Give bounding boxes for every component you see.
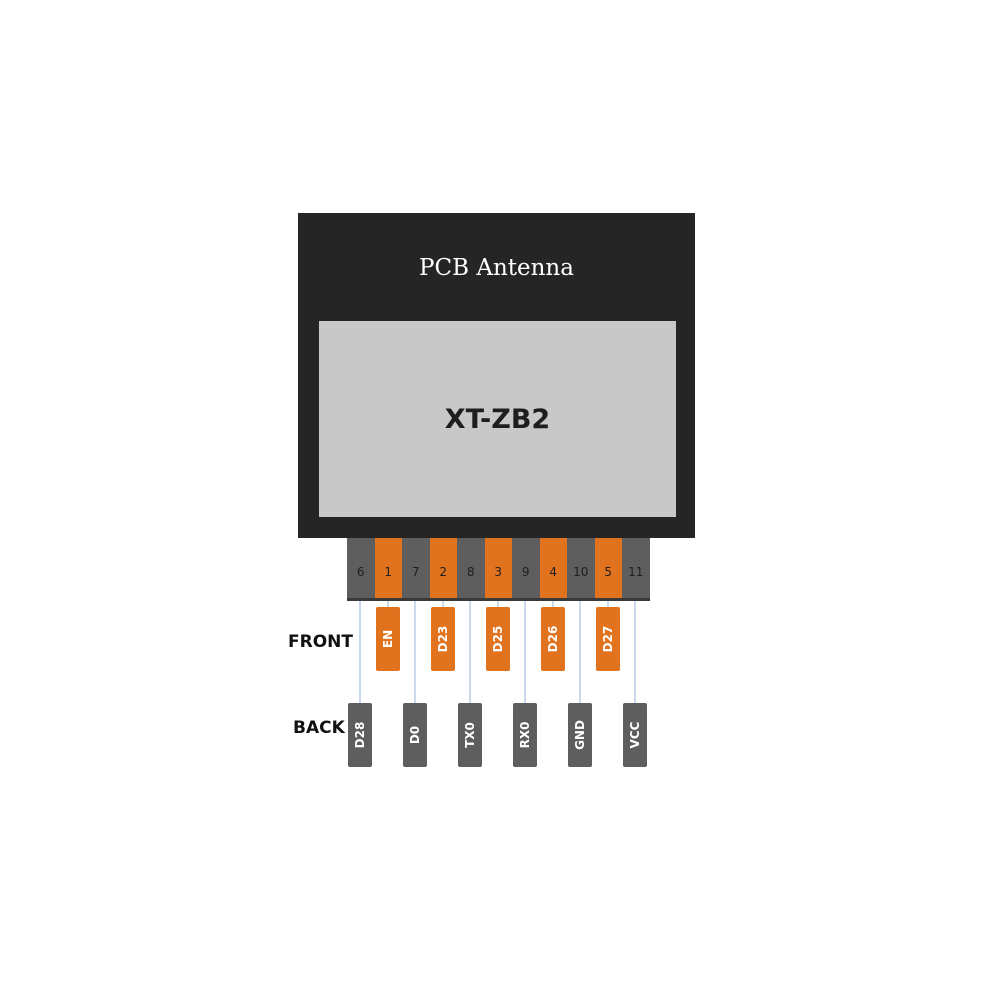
- pin-4: 4: [539, 538, 567, 601]
- back-tag-d28: D28: [348, 703, 372, 767]
- tag-label: EN: [381, 629, 395, 649]
- back-label: BACK: [293, 718, 345, 738]
- chip-name: XT-ZB2: [444, 403, 551, 435]
- pin-10: 10: [567, 538, 595, 601]
- tag-label: D27: [601, 625, 615, 653]
- back-tag-gnd: GND: [568, 703, 592, 767]
- pin-number: 1: [384, 565, 393, 579]
- pin-6: 6: [347, 538, 375, 601]
- tag-label: D0: [408, 725, 422, 745]
- tag-label: D25: [491, 625, 505, 653]
- tag-label: TX0: [463, 722, 477, 748]
- pin-9: 9: [512, 538, 540, 601]
- module-body: PCB Antenna XT-ZB2: [298, 213, 695, 538]
- pin-number: 4: [549, 565, 558, 579]
- pin-number: 7: [411, 565, 420, 579]
- pin-number: 5: [604, 565, 613, 579]
- tag-label: RX0: [518, 721, 532, 749]
- pin-8: 8: [457, 538, 485, 601]
- pin-header: 6 1 7 2 8 3 9 4 10 5 11: [347, 538, 650, 601]
- front-tag-d25: D25: [486, 607, 510, 671]
- tag-label: GND: [573, 720, 587, 750]
- front-label: FRONT: [288, 632, 353, 652]
- pin-7: 7: [402, 538, 430, 601]
- chip-shield: XT-ZB2: [319, 321, 676, 517]
- pin-number: 8: [466, 565, 475, 579]
- pin-number: 6: [356, 565, 365, 579]
- pin-number: 3: [494, 565, 503, 579]
- back-tag-tx0: TX0: [458, 703, 482, 767]
- pin-1: 1: [374, 538, 402, 601]
- pin-2: 2: [429, 538, 457, 601]
- antenna-label: PCB Antenna: [419, 255, 574, 281]
- tag-label: D23: [436, 625, 450, 653]
- pin-11: 11: [622, 538, 650, 601]
- front-tag-d23: D23: [431, 607, 455, 671]
- pin-number: 11: [628, 565, 644, 579]
- pin-3: 3: [484, 538, 512, 601]
- tag-label: D28: [353, 721, 367, 749]
- back-tag-rx0: RX0: [513, 703, 537, 767]
- front-tag-en: EN: [376, 607, 400, 671]
- tag-label: VCC: [628, 721, 642, 749]
- pin-number: 10: [573, 565, 589, 579]
- pin-number: 2: [439, 565, 448, 579]
- front-tag-d26: D26: [541, 607, 565, 671]
- back-tag-d0: D0: [403, 703, 427, 767]
- pin-number: 9: [521, 565, 530, 579]
- pin-5: 5: [594, 538, 622, 601]
- tag-label: D26: [546, 625, 560, 653]
- back-tag-vcc: VCC: [623, 703, 647, 767]
- front-tag-d27: D27: [596, 607, 620, 671]
